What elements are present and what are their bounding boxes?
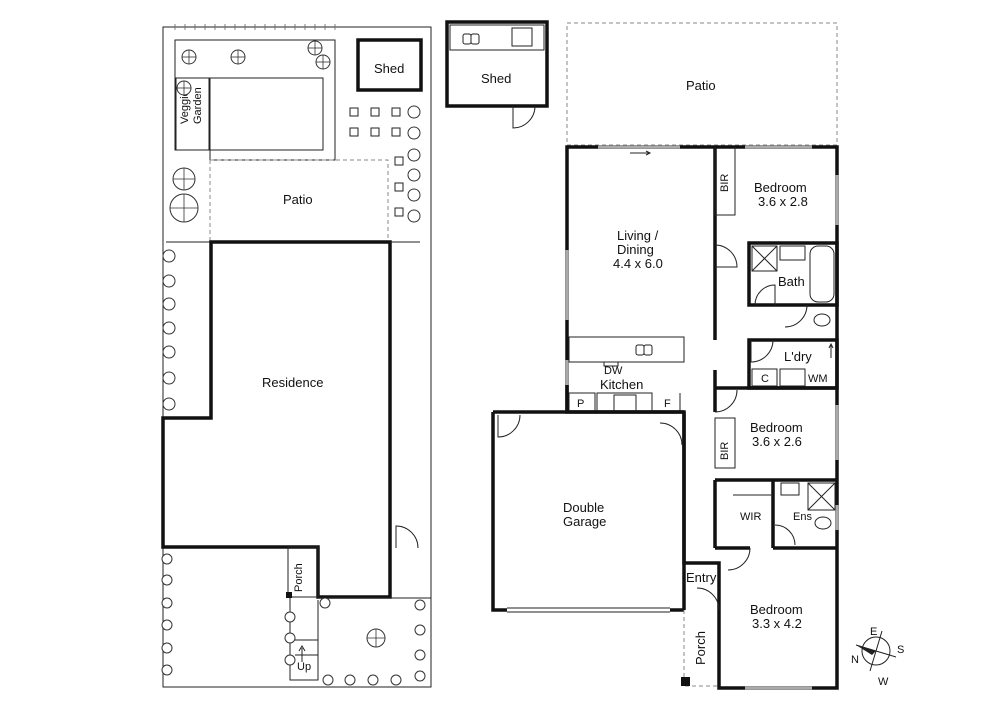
site-porch xyxy=(287,546,319,598)
pantry-label: P xyxy=(577,398,584,410)
fp-patio-outline xyxy=(566,22,838,146)
bath-outline xyxy=(747,241,839,307)
kitchen-label: Kitchen xyxy=(600,377,643,392)
sink-icon xyxy=(635,344,645,356)
entry-door xyxy=(696,587,720,611)
living-label-2: Dining xyxy=(617,242,654,257)
garage-label-1: Double xyxy=(563,500,604,515)
shower-icon xyxy=(751,245,778,272)
garden-lawn xyxy=(209,77,324,151)
bedroom2-label: Bedroom xyxy=(750,420,803,435)
toilet-icon xyxy=(813,313,831,327)
residence-outline xyxy=(161,240,392,599)
fp-porch-outline xyxy=(683,610,719,687)
ensuite-shower-icon xyxy=(807,482,836,511)
ensuite-label: Ens xyxy=(793,511,812,523)
site-patio-label: Patio xyxy=(283,192,313,207)
wir-label: WIR xyxy=(740,511,761,523)
fp-shed-label: Shed xyxy=(481,71,511,86)
porch-post xyxy=(681,677,690,686)
residence-label: Residence xyxy=(262,375,323,390)
compass-s: S xyxy=(897,644,904,656)
cooktop-icon xyxy=(613,394,637,412)
veggie-label-1: Veggie xyxy=(179,90,191,124)
shed-door xyxy=(512,105,536,129)
compass: N E S W xyxy=(851,626,904,688)
bath-label: Bath xyxy=(778,274,805,289)
bathtub-icon xyxy=(809,245,835,303)
bir2-label: BIR xyxy=(719,442,731,460)
washing-machine-icon xyxy=(779,368,806,387)
bir2-outline xyxy=(714,417,736,469)
bedroom1-label: Bedroom xyxy=(754,180,807,195)
tree-icon xyxy=(169,40,386,648)
fridge-label: F xyxy=(664,398,671,410)
fp-porch-label: Porch xyxy=(693,631,708,665)
site-patio-outline xyxy=(210,159,389,242)
fp-patio-label: Patio xyxy=(686,78,716,93)
hedge-icon xyxy=(161,105,426,686)
kitchen-bench xyxy=(596,392,653,413)
living-label-1: Living / xyxy=(617,228,659,243)
fp-shed-outline xyxy=(445,20,549,108)
site-boundary xyxy=(162,26,432,688)
veggie-label-2: Garden xyxy=(192,87,204,124)
bedroom3-dims: 3.3 x 4.2 xyxy=(752,616,802,631)
site-shed-label: Shed xyxy=(374,61,404,76)
compass-e: E xyxy=(870,626,877,638)
site-up-label: Up xyxy=(297,661,311,673)
shed-bench xyxy=(449,24,545,51)
compass-n: N xyxy=(851,654,859,666)
floor-plan: Shed Patio Living / Dining 4.4 x 6.0 BIR… xyxy=(445,20,839,690)
bir1-label: BIR xyxy=(719,174,731,192)
shed-cooktop-icon xyxy=(511,27,533,47)
laundry-label: L'dry xyxy=(784,349,812,364)
bir1-outline xyxy=(714,147,736,216)
kitchen-island xyxy=(568,336,685,363)
paving-stones xyxy=(349,107,404,217)
veggie-garden-bed xyxy=(175,77,210,151)
vanity-icon xyxy=(779,245,806,261)
entry-label: Entry xyxy=(686,570,717,585)
laundry-cupboard-label: C xyxy=(761,373,769,385)
site-shed-outline xyxy=(356,38,423,92)
fence-ticks xyxy=(174,24,336,30)
bedroom2-dims: 3.6 x 2.6 xyxy=(752,434,802,449)
bedroom1-dims: 3.6 x 2.8 xyxy=(758,194,808,209)
site-porch-post xyxy=(286,592,292,598)
wm-label: WM xyxy=(808,373,828,385)
dw-label: DW xyxy=(604,365,623,377)
bedroom3-label: Bedroom xyxy=(750,602,803,617)
garage-label-2: Garage xyxy=(563,514,606,529)
living-dims: 4.4 x 6.0 xyxy=(613,256,663,271)
site-plan: Veggie Garden Shed Patio Residence Porch xyxy=(161,24,432,688)
ensuite-toilet-icon xyxy=(814,516,832,530)
cupboard-box xyxy=(751,368,778,387)
site-porch-label: Porch xyxy=(293,563,305,592)
compass-w: W xyxy=(878,676,889,688)
site-side-door xyxy=(395,525,419,549)
